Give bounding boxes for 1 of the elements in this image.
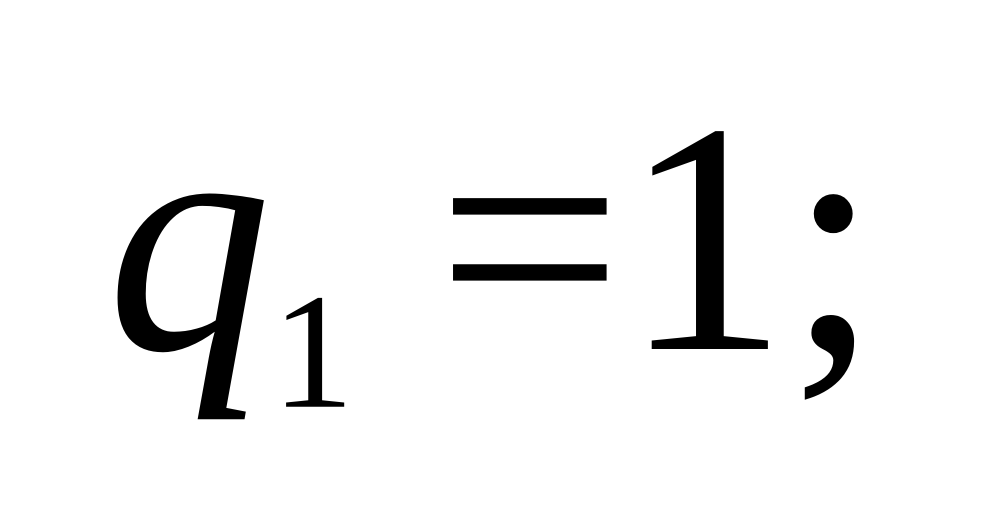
math-formula: q$_{1}$ =1; bbox=[106, 74, 880, 434]
